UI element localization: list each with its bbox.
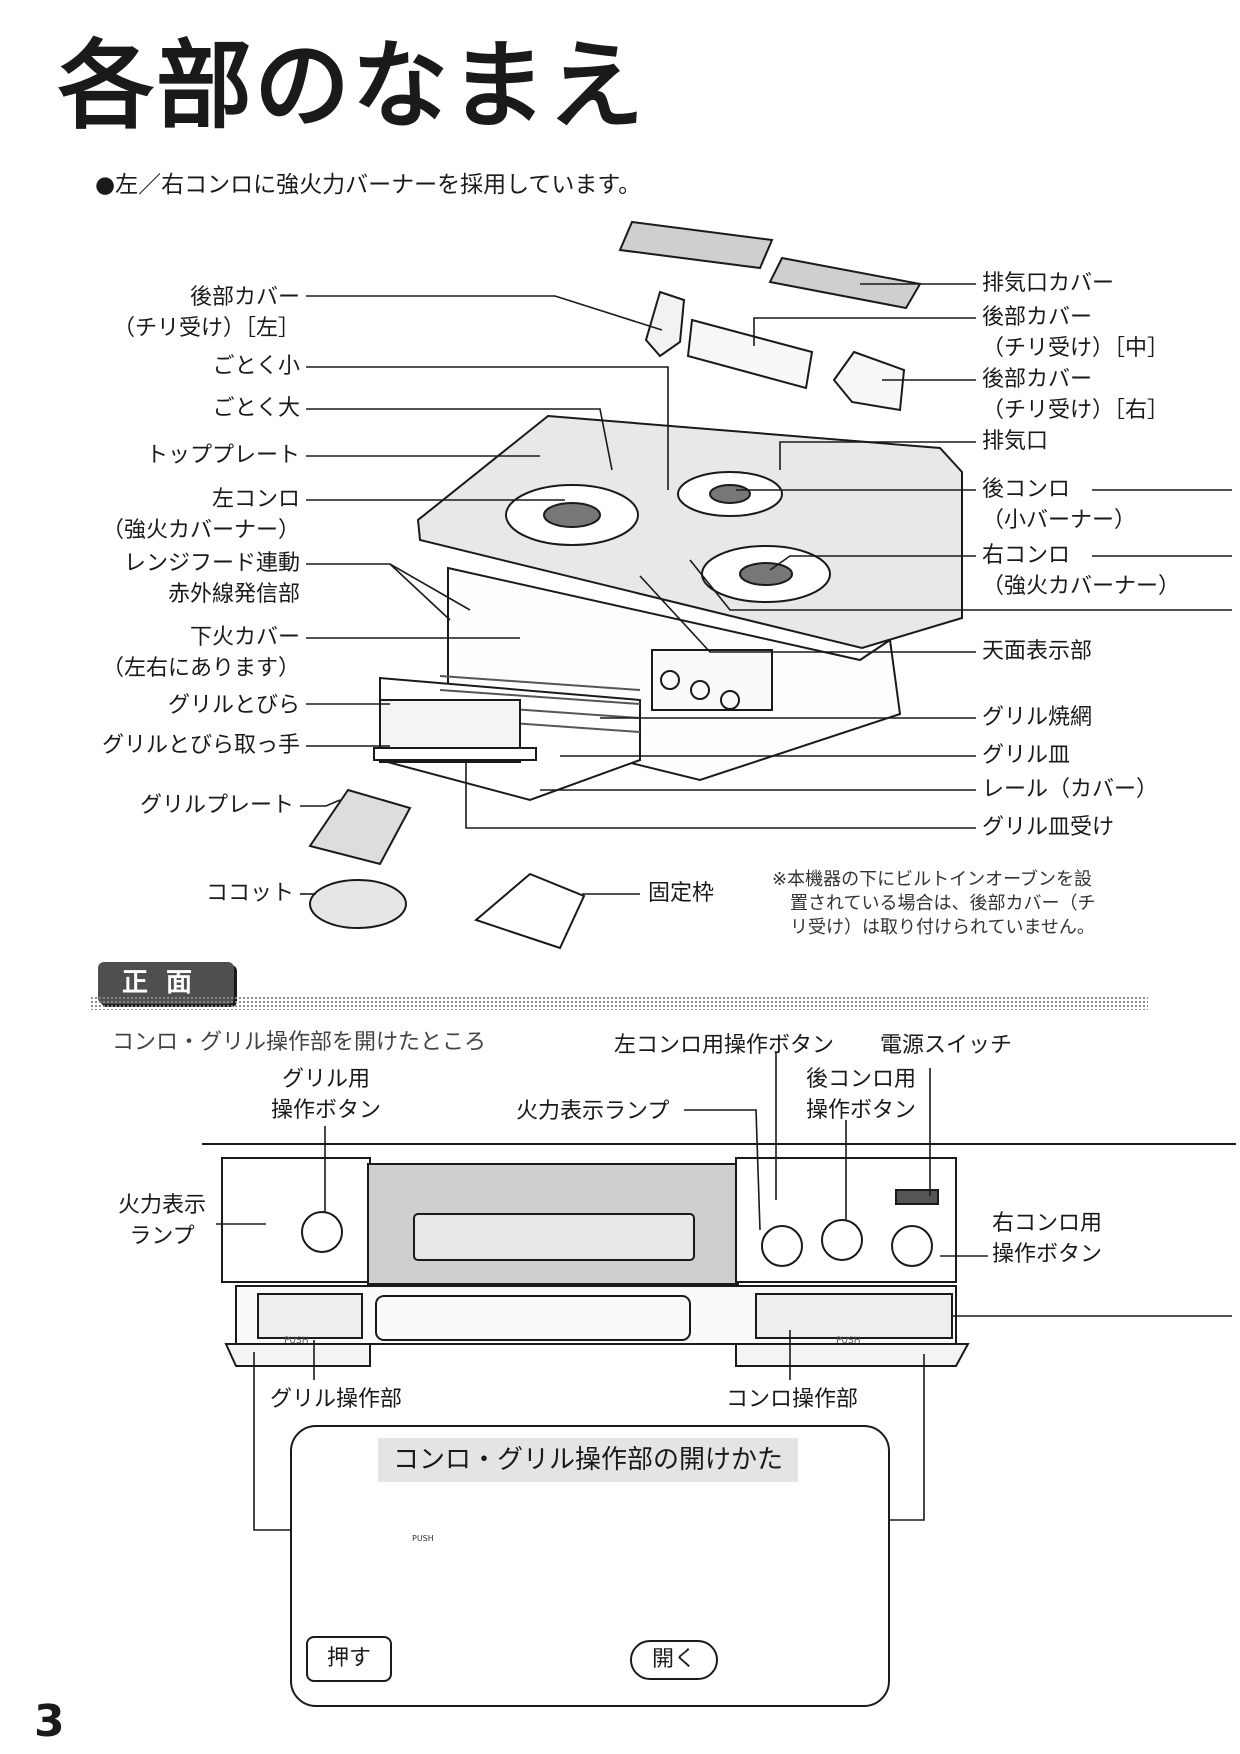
top-plate <box>416 414 963 650</box>
left-knob <box>761 1225 803 1267</box>
label-grill-grate: グリル焼網 <box>982 705 1093 730</box>
howto-title: コンロ・グリル操作部の開けかた <box>378 1438 798 1482</box>
label-top-plate: トッププレート <box>145 443 300 468</box>
label-flame-lamp-top: 火力表示ランプ <box>516 1099 670 1124</box>
label-rear-burner-button: 後コンロ用 操作ボタン <box>805 1067 916 1123</box>
page-title: 各部のなまえ <box>58 29 646 142</box>
label-rear-burner: 後コンロ （小バーナー） <box>982 477 1137 533</box>
label-rail-cover: レール（カバー） <box>982 777 1159 802</box>
label-grill-button: グリル用 操作ボタン <box>270 1067 381 1123</box>
front-left-panel <box>221 1157 371 1283</box>
open-label: 開く <box>630 1640 718 1680</box>
label-rear-cover-left: 後部カバー （チリ受け）［左］ <box>112 285 300 341</box>
label-gotoku-small: ごとく小 <box>212 354 300 379</box>
control-panel-front <box>651 649 773 711</box>
label-grill-door-handle: グリルとびら取っ手 <box>101 733 300 758</box>
grill-plate-part <box>308 788 412 866</box>
rear-cover-right-part <box>832 350 906 412</box>
label-top-display: 天面表示部 <box>982 639 1093 664</box>
label-exhaust-cover: 排気口カバー <box>982 271 1115 296</box>
label-left-burner: 左コンロ （強火カバーナー） <box>101 487 300 543</box>
page-number: 3 <box>34 1696 65 1747</box>
grill-knob <box>301 1211 343 1253</box>
label-gotoku-large: ごとく大 <box>212 396 300 421</box>
right-knob <box>891 1225 933 1267</box>
label-grill-pan: グリル皿 <box>982 743 1071 768</box>
panel-mark-grill: PUSH <box>284 1336 309 1346</box>
grill-door-handle-part <box>373 747 537 761</box>
rear-cover-left-part <box>644 290 686 358</box>
front-subtitle: コンロ・グリル操作部を開けたところ <box>112 1030 487 1055</box>
label-grill-plate: グリルプレート <box>139 793 294 818</box>
label-cocotte: ココット <box>205 881 294 906</box>
label-range-hood-ir: レンジフード連動 赤外線発信部 <box>123 551 300 607</box>
rear-cover-center-part <box>686 318 814 390</box>
label-exhaust: 排気口 <box>982 429 1049 454</box>
panel-mark-burner: PUSH <box>836 1336 861 1346</box>
fixing-frame-part <box>474 872 586 950</box>
howto-push-mark: PUSH <box>412 1534 434 1543</box>
label-fixing-frame: 固定枠 <box>648 881 715 906</box>
label-right-burner-button: 右コンロ用 操作ボタン <box>992 1211 1103 1267</box>
label-right-burner: 右コンロ （強火カバーナー） <box>982 543 1181 599</box>
label-power-switch: 電源スイッチ <box>880 1033 1013 1058</box>
label-grill-door: グリルとびら <box>167 693 300 718</box>
exhaust-cover-2 <box>768 256 922 310</box>
grill-grate-lines <box>439 675 641 733</box>
dotted-rule <box>90 996 1148 1010</box>
label-grill-pan-receiver: グリル皿受け <box>982 815 1115 840</box>
exhaust-cover-1 <box>618 220 774 270</box>
label-rear-cover-right: 後部カバー （チリ受け）［右］ <box>982 367 1170 423</box>
intro-text: ●左／右コンロに強火力バーナーを採用しています。 <box>95 172 642 198</box>
label-left-burner-button: 左コンロ用操作ボタン <box>614 1033 835 1058</box>
label-lower-fire-cover: 下火カバー （左右にあります） <box>101 625 300 681</box>
label-rear-cover-center: 後部カバー （チリ受け）［中］ <box>982 305 1170 361</box>
builtin-oven-note: ※本機器の下にビルトインオーブンを設 置されている場合は、後部カバー（チ リ受け… <box>772 869 1096 938</box>
label-grill-panel: グリル操作部 <box>270 1387 403 1412</box>
cocotte-part <box>309 879 407 929</box>
label-flame-lamp-left: 火力表示 ランプ <box>117 1193 206 1249</box>
push-label: 押す <box>306 1636 392 1682</box>
label-burner-panel: コンロ操作部 <box>726 1387 859 1412</box>
rear-knob <box>821 1219 863 1261</box>
power-switch-part <box>895 1189 939 1205</box>
